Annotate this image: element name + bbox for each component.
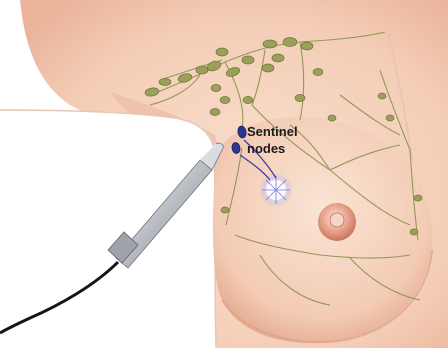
lymph-node-icon	[220, 97, 230, 104]
lymph-node-icon	[243, 97, 253, 104]
lymph-node-icon	[410, 229, 418, 235]
lymph-node-icon	[283, 38, 297, 47]
lymph-node-icon	[159, 79, 171, 86]
arm-area	[0, 110, 216, 348]
lymph-node-icon	[196, 66, 208, 74]
lymph-node-icon	[295, 95, 305, 102]
lymph-node-icon	[263, 40, 277, 48]
lymph-node-icon	[313, 69, 323, 76]
nipple-icon	[318, 203, 356, 241]
lymph-node-icon	[221, 207, 229, 213]
lymph-node-icon	[272, 54, 284, 62]
lymph-node-icon	[211, 85, 221, 92]
lymph-node-icon	[386, 115, 394, 121]
lymph-node-icon	[262, 64, 274, 72]
lymph-node-icon	[242, 56, 254, 64]
lymph-node-icon	[414, 195, 422, 201]
lymph-node-icon	[301, 42, 313, 50]
lymph-node-icon	[210, 109, 220, 116]
tracer-injection-icon	[259, 173, 293, 207]
lymph-node-icon	[328, 115, 336, 121]
lymph-node-icon	[216, 48, 228, 56]
sentinel-nodes-label: Sentinel nodes	[247, 123, 298, 157]
lymph-node-icon	[378, 93, 386, 99]
